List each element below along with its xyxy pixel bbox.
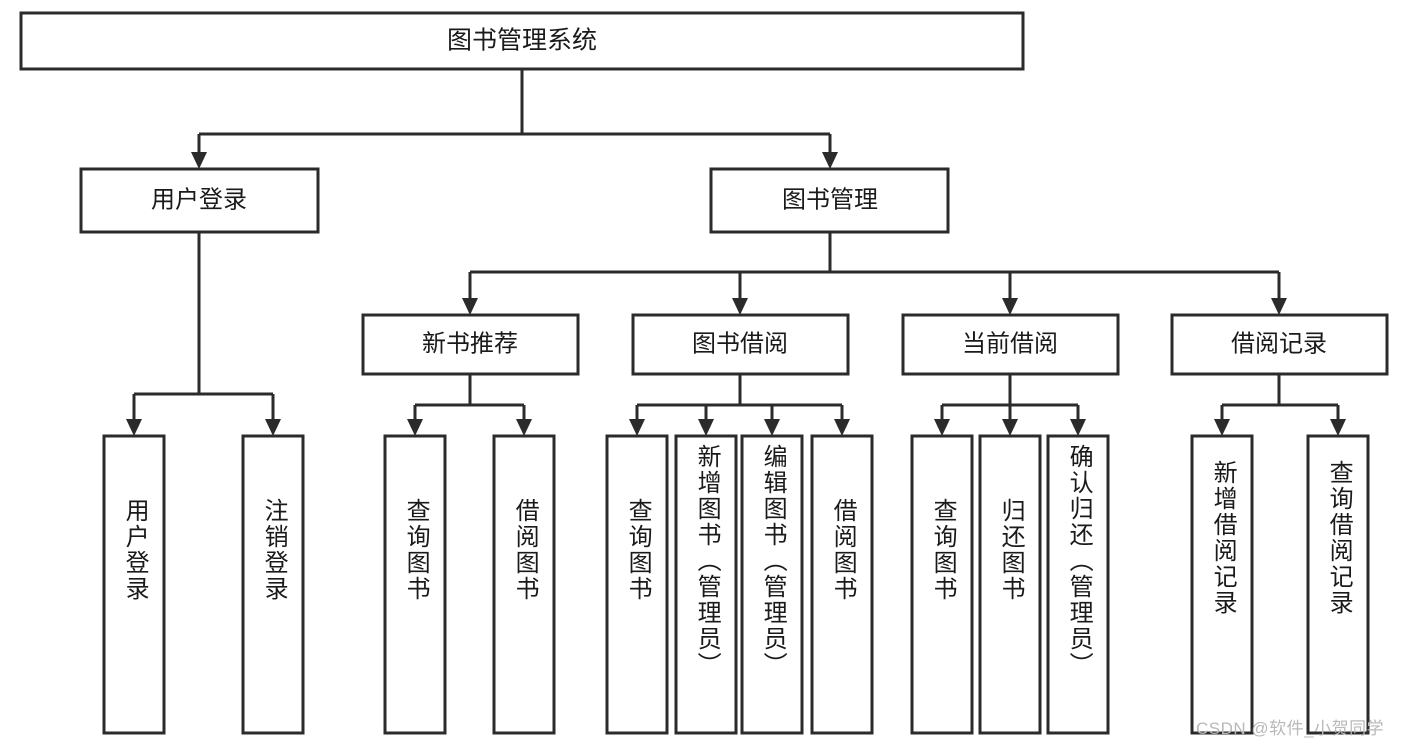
node-new-book-recommend[interactable]: 新书推荐: [361, 313, 580, 376]
node-user-login[interactable]: 用户登录: [79, 167, 320, 234]
connector-current-borrow-to-leaves: [934, 374, 1086, 436]
csdn-watermark: CSDN @软件_小贺同学: [1196, 719, 1385, 738]
node-book-management-label: 图书管理: [782, 186, 878, 213]
leaf-boxes: [102, 434, 1370, 735]
connector-book-borrow-to-leaves: [629, 374, 850, 436]
leaf-box-br-add-record[interactable]: [1190, 434, 1254, 735]
leaf-box-cb-confirm-return[interactable]: [1046, 434, 1110, 735]
connector-book-mgmt-to-level2: [462, 232, 1287, 315]
leaf-box-user-login[interactable]: [102, 434, 166, 735]
leaf-box-bb-borrow-book[interactable]: [810, 434, 874, 735]
leaf-box-nb-query-book[interactable]: [383, 434, 447, 735]
node-borrow-record[interactable]: 借阅记录: [1170, 313, 1389, 376]
connector-new-book-to-leaves: [407, 374, 532, 436]
leaf-box-bb-add-book[interactable]: [674, 434, 738, 735]
leaf-box-cb-return-book[interactable]: [978, 434, 1042, 735]
leaf-box-bb-edit-book[interactable]: [740, 434, 804, 735]
node-new-book-recommend-label: 新书推荐: [422, 330, 518, 357]
node-root[interactable]: 图书管理系统: [19, 11, 1025, 71]
node-root-label: 图书管理系统: [447, 27, 597, 55]
leaf-box-bb-query-book[interactable]: [605, 434, 669, 735]
leaf-box-cb-query-book[interactable]: [910, 434, 974, 735]
node-current-borrow[interactable]: 当前借阅: [901, 313, 1120, 376]
node-borrow-record-label: 借阅记录: [1231, 330, 1327, 357]
leaf-box-logout-login[interactable]: [241, 434, 305, 735]
node-book-management[interactable]: 图书管理: [709, 167, 950, 234]
node-user-login-label: 用户登录: [151, 186, 247, 213]
node-current-borrow-label: 当前借阅: [962, 330, 1058, 357]
leaf-box-nb-borrow-book[interactable]: [492, 434, 556, 735]
connector-user-login-to-leaves: [126, 232, 281, 436]
node-book-borrow-label: 图书借阅: [692, 330, 788, 357]
connector-root-to-level1: [191, 69, 838, 169]
connector-borrow-record-to-leaves: [1214, 374, 1346, 436]
node-book-borrow[interactable]: 图书借阅: [631, 313, 850, 376]
leaf-box-br-query-record[interactable]: [1306, 434, 1370, 735]
